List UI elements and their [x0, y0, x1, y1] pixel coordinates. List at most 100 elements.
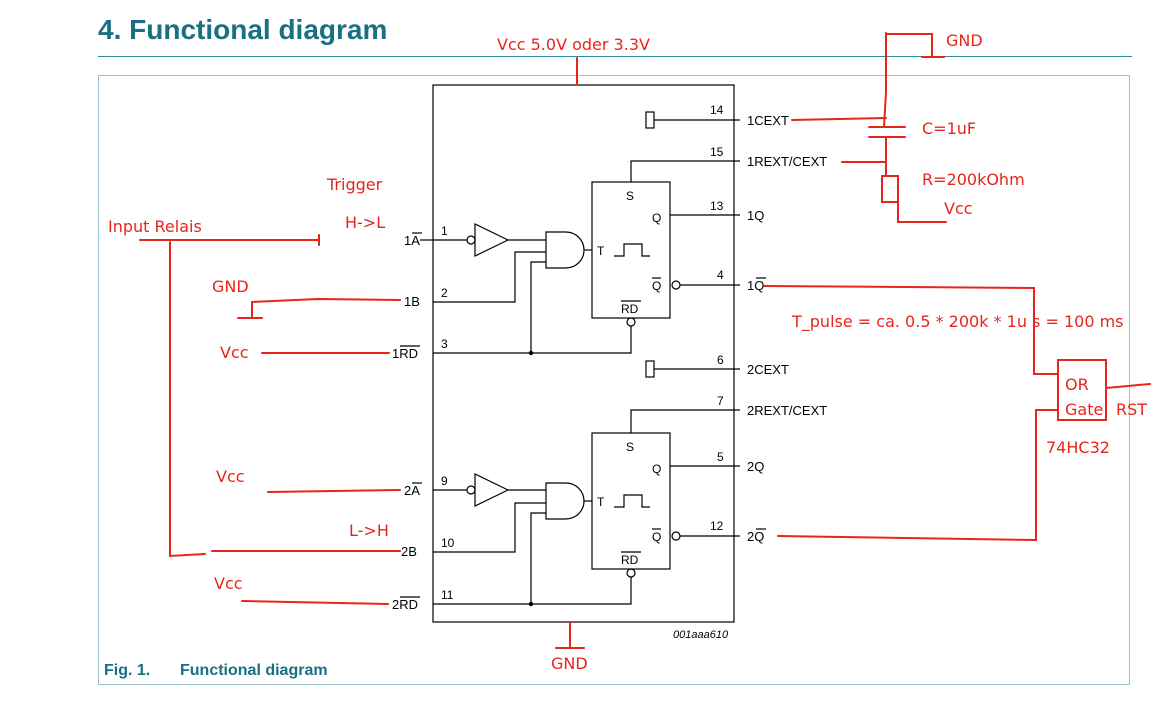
ff1-pulse-symbol [614, 243, 650, 257]
pin-name-1cext: 1CEXT [747, 113, 789, 128]
gnd-top-symbol [885, 33, 933, 57]
hl-label: H->L [345, 213, 385, 232]
or-output-wire [1105, 383, 1151, 389]
pin-name-1a: 1A [404, 233, 420, 248]
pin-num-1: 1 [441, 224, 448, 238]
vcc-2rd-wire [241, 600, 389, 605]
pin-name-2a: 2A [404, 483, 420, 498]
vcc-resistor-label: Vcc [944, 199, 973, 218]
ff1-qbar-label: Q [652, 279, 661, 293]
wire-2rd [433, 577, 632, 605]
gnd-1b-wire [251, 297, 401, 319]
pin-name-2qbar: 2Q [747, 529, 764, 544]
figure-frame [98, 75, 1130, 685]
wire-1rext [630, 160, 740, 182]
ff2-rd-bubble [626, 568, 636, 578]
buffer2 [474, 473, 510, 507]
cext2-terminal [645, 360, 655, 378]
junction-1 [528, 350, 534, 356]
pin-name-2b: 2B [401, 544, 417, 559]
buffer2-input-bubble [466, 485, 476, 495]
wire-1cext-cap [791, 117, 887, 121]
or-gate-label-2: Gate [1065, 400, 1103, 419]
wire-1qbar-or [763, 285, 1059, 375]
pin-name-2rd: 2RD [392, 597, 418, 612]
ff1-rd-bubble [626, 317, 636, 327]
pin-name-2rext: 2REXT/CEXT [747, 403, 827, 418]
pin-name-1b: 1B [404, 294, 420, 309]
pin-name-2cext: 2CEXT [747, 362, 789, 377]
wire-1b [433, 251, 546, 303]
vcc-2a-label: Vcc [216, 467, 245, 486]
vcc-2a-wire [267, 489, 401, 493]
pin-name-1qbar: 1Q [747, 278, 764, 293]
ic-74hc32-label: 74HC32 [1046, 438, 1110, 457]
title-rule [98, 56, 1132, 57]
ff1-q-label: Q [652, 211, 661, 225]
wire-2rd-and [530, 512, 546, 604]
resistor-vcc-wire [897, 201, 947, 223]
input-relais-to-2b [169, 241, 206, 558]
ff2-s-label: S [626, 440, 634, 454]
gnd-bottom-label: GND [551, 654, 588, 673]
ff2-qbar-label: Q [652, 530, 661, 544]
ff1-s-label: S [626, 189, 634, 203]
pin-num-12: 12 [710, 519, 724, 533]
wire-2rext [630, 409, 740, 433]
wire-1rd [433, 326, 632, 354]
buffer1 [474, 223, 510, 257]
pin-num-2: 2 [441, 286, 448, 300]
gnd-top-label: GND [946, 31, 983, 50]
vcc-top-label: Vcc 5.0V oder 3.3V [497, 35, 650, 54]
pin-num-7: 7 [717, 394, 724, 408]
figure-caption: Functional diagram [180, 662, 328, 679]
lh-label: L->H [349, 521, 389, 540]
ff1-qbar-bubble [671, 280, 681, 290]
pin-num-13: 13 [710, 199, 724, 213]
cext1-terminal [645, 111, 655, 129]
pin-num-15: 15 [710, 145, 724, 159]
or-gate-label-1: OR [1065, 375, 1089, 394]
input-relais-label: Input Relais [108, 217, 202, 236]
pin-name-1rext: 1REXT/CEXT [747, 154, 827, 169]
wire-1rd-and [530, 261, 546, 353]
cap-top-lead [883, 91, 887, 128]
ff1-t-label: T [597, 244, 605, 258]
pin-name-1q: 1Q [747, 208, 764, 223]
wire-2b [433, 502, 546, 553]
pin-num-4: 4 [717, 268, 724, 282]
trigger-label: Trigger [326, 175, 383, 194]
pin-num-9: 9 [441, 474, 448, 488]
pin-name-1rd: 1RD [392, 346, 418, 361]
figure-code: 001aaa610 [673, 629, 729, 641]
ff1-rd-label: RD [621, 302, 639, 316]
pin-num-6: 6 [717, 353, 724, 367]
junction-2 [528, 601, 534, 607]
pin-num-11: 11 [441, 588, 454, 602]
resistor [881, 175, 899, 203]
and-gate-2 [545, 482, 585, 520]
gnd-1b-label: GND [212, 277, 249, 296]
ff2-t-label: T [597, 495, 605, 509]
pin-num-10: 10 [441, 536, 455, 550]
rst-label: RST [1116, 400, 1147, 419]
resistor-label: R=200kOhm [922, 170, 1025, 189]
figure-label: Fig. 1. [104, 662, 150, 679]
page-title: 4. Functional diagram [98, 14, 388, 45]
buffer1-input-bubble [466, 235, 476, 245]
ff2-pulse-symbol [614, 494, 650, 508]
wire-1rext-cap [841, 136, 887, 163]
tpulse-formula: T_pulse = ca. 0.5 * 200k * 1u s = 100 ms [791, 312, 1124, 332]
pin-num-14: 14 [710, 103, 724, 117]
capacitor-label: C=1uF [922, 119, 976, 138]
wire-2qbar-or [777, 409, 1059, 542]
ff2-q-label: Q [652, 462, 661, 476]
and-gate-1 [545, 231, 585, 269]
pin-num-3: 3 [441, 337, 448, 351]
pin-num-5: 5 [717, 450, 724, 464]
or-gate-box [1057, 359, 1107, 421]
vcc-2rd-label: Vcc [214, 574, 243, 593]
pin-name-2q: 2Q [747, 459, 764, 474]
vcc-1rd-label: Vcc [220, 343, 249, 362]
